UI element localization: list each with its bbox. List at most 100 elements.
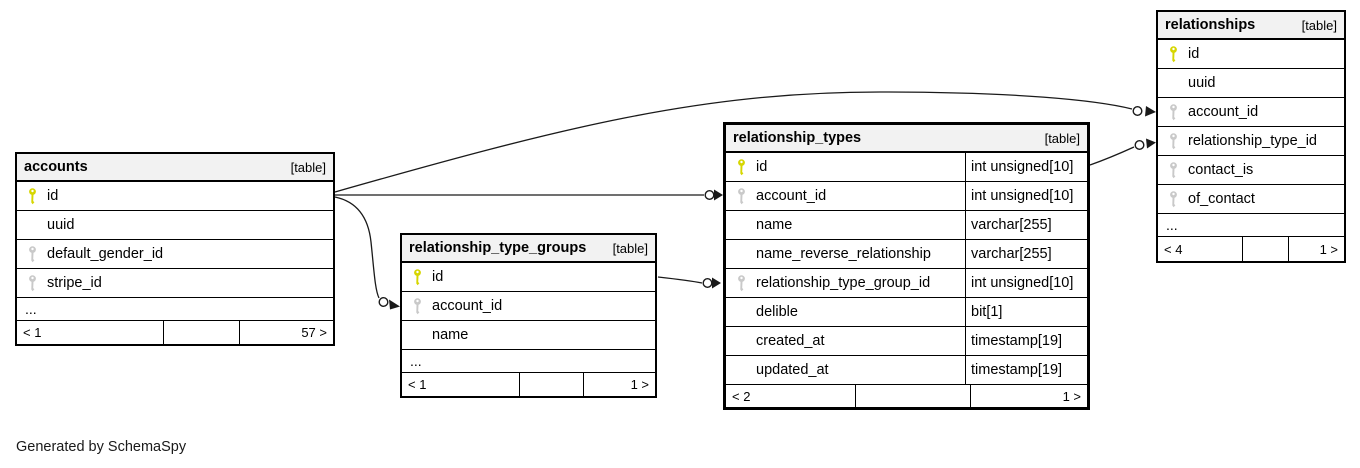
- column-name: account_id: [432, 298, 503, 314]
- table-header-accounts[interactable]: accounts [table]: [17, 154, 333, 182]
- edge-accounts-to-relationship_type_groups: [334, 196, 400, 310]
- footer-children-count: 1 >: [630, 377, 649, 392]
- column-type: bit[1]: [965, 298, 1087, 326]
- hidden-columns-ellipsis: ...: [402, 350, 655, 373]
- foreign-key-icon: [17, 245, 47, 263]
- primary-key-icon: [1158, 45, 1188, 63]
- footer-parents-count: < 1: [402, 373, 520, 396]
- column-row-id: id int unsigned[10]: [726, 153, 1087, 182]
- table-node-relationship_types[interactable]: relationship_types [table] id int unsign…: [723, 122, 1090, 410]
- column-type: timestamp[19]: [965, 356, 1087, 384]
- table-footer: < 1 57 >: [17, 321, 333, 344]
- column-row-name: name varchar[255]: [726, 211, 1087, 240]
- edge-relationship_type_groups-to-relationship_types: [657, 276, 721, 289]
- primary-key-icon: [726, 158, 756, 176]
- table-header-relationship_types[interactable]: relationship_types [table]: [726, 125, 1087, 153]
- column-row-id: id: [1158, 40, 1344, 69]
- table-footer: < 1 1 >: [402, 373, 655, 396]
- table-title: relationships: [1165, 17, 1256, 33]
- column-row-updated_at: updated_at timestamp[19]: [726, 356, 1087, 385]
- table-title: accounts: [24, 159, 88, 175]
- table-footer: < 4 1 >: [1158, 237, 1344, 261]
- column-row-account_id: account_id: [402, 292, 655, 321]
- table-tag: [table]: [1044, 130, 1080, 146]
- foreign-key-icon: [1158, 190, 1188, 208]
- column-name: name_reverse_relationship: [756, 246, 931, 262]
- column-row-uuid: uuid: [1158, 69, 1344, 98]
- column-row-of_contact: of_contact: [1158, 185, 1344, 214]
- column-row-default_gender_id: default_gender_id: [17, 240, 333, 269]
- column-row-account_id: account_id int unsigned[10]: [726, 182, 1087, 211]
- foreign-key-icon: [1158, 161, 1188, 179]
- column-name: relationship_type_id: [1188, 133, 1317, 149]
- edge-accounts-to-relationship_types: [335, 189, 723, 201]
- column-name: account_id: [1188, 104, 1259, 120]
- footer-mid-cell: [164, 321, 240, 344]
- foreign-key-icon: [726, 274, 756, 292]
- footer-parents-count: < 1: [17, 321, 164, 344]
- footer-children-count: 1 >: [1062, 388, 1081, 404]
- footer-mid-cell: [856, 385, 971, 407]
- column-name: of_contact: [1188, 191, 1255, 207]
- column-row-created_at: created_at timestamp[19]: [726, 327, 1087, 356]
- column-name: created_at: [756, 333, 825, 349]
- column-row-name: name: [402, 321, 655, 350]
- column-type: varchar[255]: [965, 240, 1087, 268]
- footer-parents-count: < 4: [1158, 237, 1243, 261]
- foreign-key-icon: [726, 187, 756, 205]
- column-name: name: [432, 327, 469, 343]
- column-name: default_gender_id: [47, 246, 164, 262]
- column-name: relationship_type_group_id: [756, 275, 931, 291]
- column-row-delible: delible bit[1]: [726, 298, 1087, 327]
- table-footer: < 2 1 >: [726, 385, 1087, 407]
- edge-accounts-to-relationships: [334, 91, 1156, 193]
- column-type: int unsigned[10]: [965, 153, 1087, 181]
- footer-children-count: 57 >: [301, 325, 327, 340]
- table-header-relationship_type_groups[interactable]: relationship_type_groups [table]: [402, 235, 655, 263]
- foreign-key-icon: [1158, 132, 1188, 150]
- column-row-relationship_type_id: relationship_type_id: [1158, 127, 1344, 156]
- column-row-id: id: [17, 182, 333, 211]
- column-name: id: [756, 159, 768, 175]
- footer-mid-cell: [520, 373, 584, 396]
- footer-children-count: 1 >: [1319, 241, 1338, 257]
- table-title: relationship_type_groups: [409, 240, 587, 256]
- hidden-columns-ellipsis: ...: [17, 298, 333, 321]
- foreign-key-icon: [402, 297, 432, 315]
- table-node-relationships[interactable]: relationships [table] id uuid account_id: [1156, 10, 1346, 263]
- column-row-name_reverse_relationship: name_reverse_relationship varchar[255]: [726, 240, 1087, 269]
- column-row-uuid: uuid: [17, 211, 333, 240]
- column-name: stripe_id: [47, 275, 102, 291]
- column-row-relationship_type_group_id: relationship_type_group_id int unsigned[…: [726, 269, 1087, 298]
- table-header-relationships[interactable]: relationships [table]: [1158, 12, 1344, 40]
- column-row-contact_is: contact_is: [1158, 156, 1344, 185]
- column-name: contact_is: [1188, 162, 1254, 178]
- foreign-key-icon: [1158, 103, 1188, 121]
- column-row-id: id: [402, 263, 655, 292]
- foreign-key-icon: [17, 274, 47, 292]
- column-name: updated_at: [756, 362, 829, 378]
- edge-relationship_types-to-relationships: [1089, 138, 1156, 166]
- table-tag: [table]: [612, 240, 648, 256]
- column-name: name: [756, 217, 793, 233]
- column-name: uuid: [1188, 75, 1216, 91]
- column-type: varchar[255]: [965, 211, 1087, 239]
- table-tag: [table]: [1301, 17, 1337, 33]
- column-name: delible: [756, 304, 798, 320]
- column-name: id: [1188, 46, 1200, 62]
- footer-mid-cell: [1243, 237, 1289, 261]
- column-type: int unsigned[10]: [965, 182, 1087, 210]
- column-type: int unsigned[10]: [965, 269, 1087, 297]
- column-name: account_id: [756, 188, 827, 204]
- footer-parents-count: < 2: [726, 385, 856, 407]
- table-title: relationship_types: [733, 130, 862, 146]
- column-row-stripe_id: stripe_id: [17, 269, 333, 298]
- primary-key-icon: [17, 187, 47, 205]
- primary-key-icon: [402, 268, 432, 286]
- column-name: id: [47, 188, 59, 204]
- column-row-account_id: account_id: [1158, 98, 1344, 127]
- table-node-relationship_type_groups[interactable]: relationship_type_groups [table] id acco…: [400, 233, 657, 398]
- table-tag: [table]: [290, 159, 326, 175]
- table-node-accounts[interactable]: accounts [table] id uuid default_gender_…: [15, 152, 335, 346]
